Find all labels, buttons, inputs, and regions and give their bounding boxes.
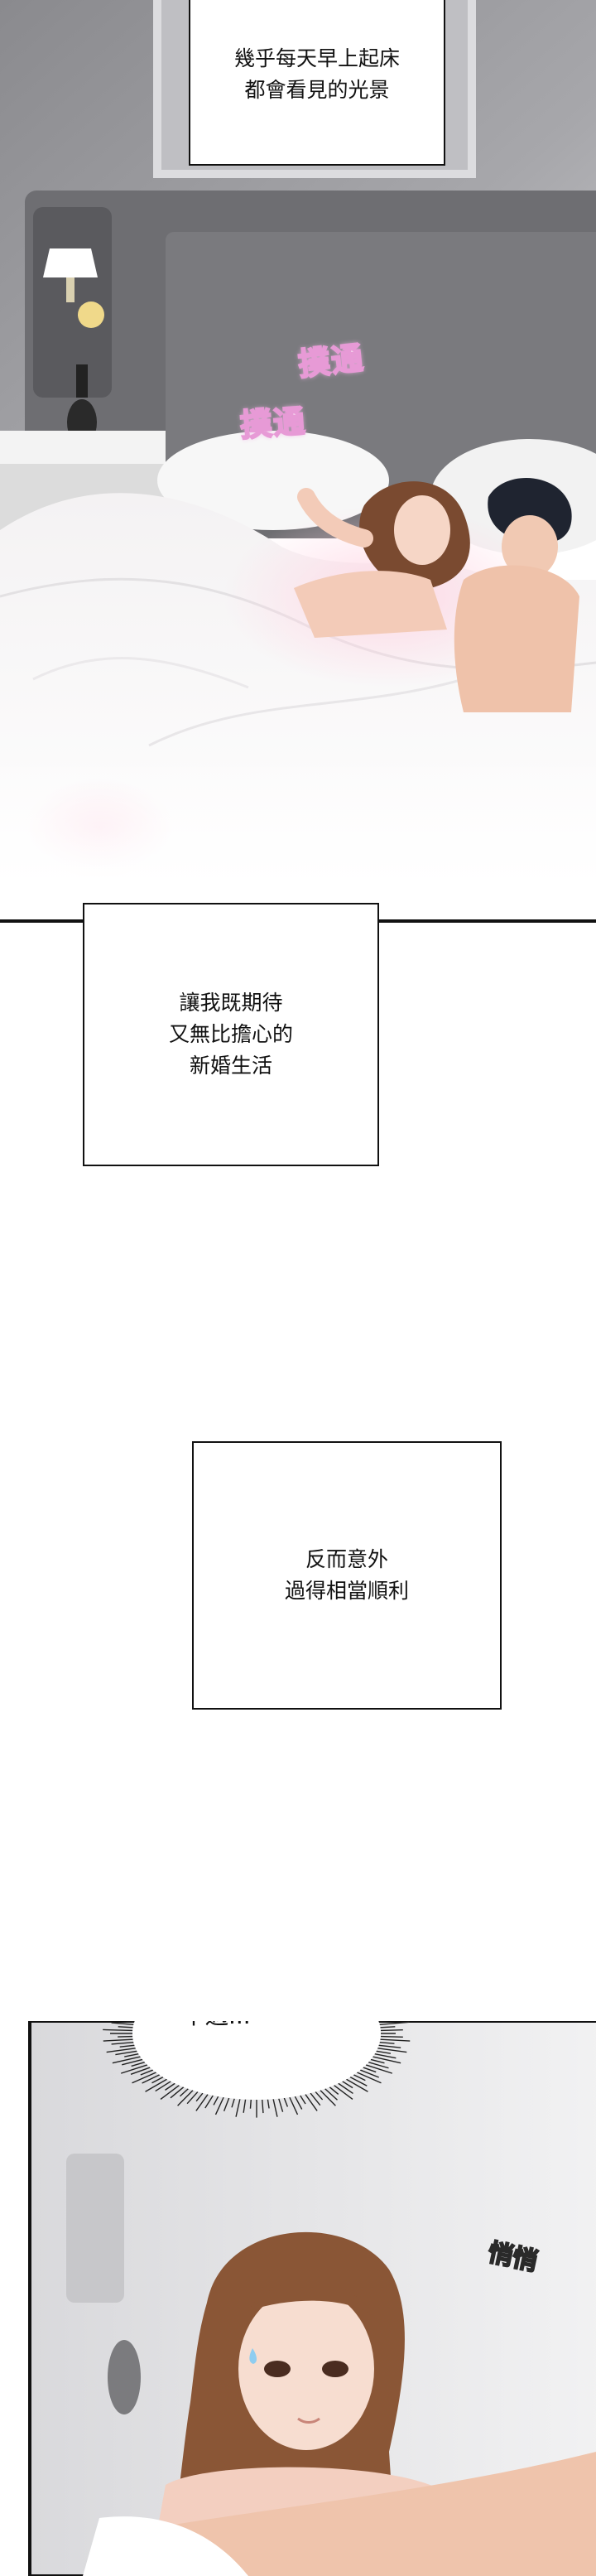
bedroom-panel: 幾乎每天早上起床 都會看見的光景 撲通 撲通: [0, 0, 596, 919]
newlywed-caption-line-3: 新婚生活: [189, 1054, 272, 1078]
smooth-life-caption-line-2: 過得相當順利: [284, 1579, 409, 1603]
top-caption-line-2: 都會看見的光景: [244, 78, 390, 102]
burst-text: 不過...: [182, 2021, 251, 2031]
newlywed-caption-box: 讓我既期待 又無比擔心的 新婚生活: [83, 903, 379, 1166]
smooth-life-caption-box: 反而意外 過得相當順利: [192, 1441, 502, 1710]
top-caption-box: 幾乎每天早上起床 都會看見的光景: [189, 0, 445, 166]
newlywed-caption-line-2: 又無比擔心的: [168, 1022, 293, 1046]
awake-panel: 不過... 悄悄: [0, 2021, 596, 2576]
heartbeat-sfx-bottom: 撲通: [238, 402, 309, 444]
awake-illustration: [28, 2021, 596, 2576]
heartbeat-sfx-top: 撲通: [296, 339, 367, 384]
thought-burst: [103, 2021, 411, 2118]
smooth-life-caption-line-1: 反而意外: [305, 1547, 388, 1571]
newlywed-caption-line-1: 讓我既期待: [179, 991, 283, 1015]
top-caption-line-1: 幾乎每天早上起床: [233, 46, 400, 70]
